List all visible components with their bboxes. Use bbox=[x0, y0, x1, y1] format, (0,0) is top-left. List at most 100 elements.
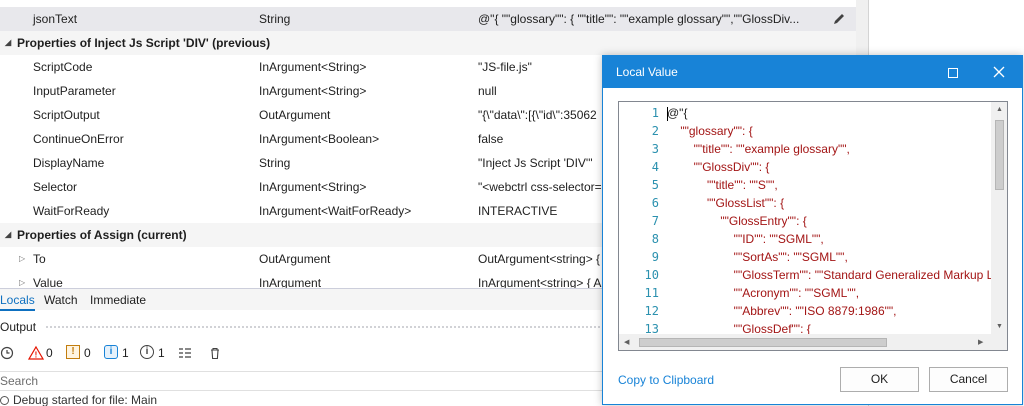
error-icon: ! bbox=[27, 343, 45, 367]
variable-name: To bbox=[33, 252, 46, 266]
warning-icon: ! bbox=[66, 345, 80, 359]
variable-value[interactable]: INTERACTIVE bbox=[478, 204, 558, 218]
code-line: ""GlossDiv"": { bbox=[667, 160, 770, 174]
variable-name: DisplayName bbox=[33, 156, 105, 170]
warnings-filter-button[interactable]: ! 0 bbox=[66, 343, 96, 363]
variable-value[interactable]: "<webctrl css-selector= bbox=[478, 180, 602, 194]
locals-row[interactable]: ▷ Value InArgument InArgument<string> { A bbox=[0, 271, 856, 288]
info-icon: i bbox=[104, 345, 118, 359]
collapse-icon[interactable]: ◢ bbox=[5, 38, 12, 47]
variable-type: OutArgument bbox=[259, 252, 331, 266]
variable-type: InArgument<String> bbox=[259, 180, 367, 194]
expand-icon[interactable]: ▷ bbox=[19, 254, 26, 263]
close-button[interactable] bbox=[976, 56, 1022, 88]
close-icon bbox=[993, 66, 1005, 78]
variable-name: Selector bbox=[33, 180, 78, 194]
variable-value[interactable]: false bbox=[478, 132, 504, 146]
scroll-up-icon[interactable]: ▲ bbox=[996, 106, 1003, 113]
svg-text:!: ! bbox=[35, 351, 38, 360]
scroll-down-icon[interactable]: ▼ bbox=[996, 323, 1003, 330]
code-line: ""ID"": ""SGML"", bbox=[667, 232, 824, 246]
errors-filter-button[interactable]: ! 0 bbox=[27, 343, 58, 363]
edit-pencil-icon[interactable] bbox=[832, 12, 846, 26]
code-line: ""glossary"": { bbox=[667, 124, 753, 138]
trash-icon[interactable] bbox=[208, 343, 222, 363]
output-drag-handle[interactable] bbox=[45, 325, 605, 329]
info-filter-button[interactable]: i 1 bbox=[104, 343, 134, 363]
warning-count: 0 bbox=[84, 346, 91, 360]
code-line: ""GlossList"": { bbox=[667, 196, 785, 210]
cancel-button[interactable]: Cancel bbox=[929, 367, 1008, 392]
tab-immediate[interactable]: Immediate bbox=[90, 293, 147, 307]
code-line: ""title"": ""example glossary"", bbox=[667, 142, 850, 156]
code-line: ""GlossDef"": { bbox=[667, 322, 811, 334]
variable-value[interactable]: "{\"data\":[{\"id\":35062 bbox=[478, 108, 597, 122]
tab-locals[interactable]: Locals bbox=[0, 291, 35, 311]
variable-type: InArgument<String> bbox=[259, 84, 367, 98]
scroll-right-icon[interactable]: ▶ bbox=[978, 339, 984, 346]
variable-name: ScriptCode bbox=[33, 60, 93, 74]
variable-value[interactable]: OutArgument<string> { bbox=[478, 252, 601, 266]
line-number: 9 bbox=[651, 250, 659, 264]
scroll-left-icon[interactable]: ◀ bbox=[624, 339, 630, 346]
collapse-icon[interactable]: ◢ bbox=[5, 230, 12, 239]
code-line: ""SortAs"": ""SGML"", bbox=[667, 250, 848, 264]
trace-count: 1 bbox=[158, 346, 165, 360]
dialog-titlebar[interactable]: Local Value bbox=[603, 56, 1022, 88]
tab-watch[interactable]: Watch bbox=[44, 293, 78, 307]
line-number: 10 bbox=[644, 268, 659, 282]
line-number: 13 bbox=[644, 322, 659, 334]
copy-to-clipboard-link[interactable]: Copy to Clipboard bbox=[618, 373, 715, 387]
group-title: Properties of Inject Js Script 'DIV' (pr… bbox=[17, 36, 271, 50]
variable-value[interactable]: "JS-file.js" bbox=[478, 60, 532, 74]
variable-value[interactable]: "Inject Js Script 'DIV'" bbox=[478, 156, 593, 170]
editor-vertical-scrollbar[interactable]: ▲ ▼ bbox=[991, 102, 1007, 334]
expand-icon[interactable]: ▷ bbox=[19, 278, 26, 287]
property-group-header[interactable]: ◢ Properties of Inject Js Script 'DIV' (p… bbox=[0, 31, 856, 55]
value-editor[interactable]: 1@"{2 ""glossary"": {3 ""title"": ""exam… bbox=[618, 101, 1008, 351]
maximize-button[interactable] bbox=[930, 56, 976, 88]
vertical-scroll-thumb[interactable] bbox=[995, 120, 1004, 190]
variable-name: Value bbox=[33, 276, 63, 288]
list-filter-icon[interactable] bbox=[178, 343, 192, 363]
variable-name: jsonText bbox=[33, 12, 78, 26]
locals-row[interactable]: Selector InArgument<String> "<webctrl css-… bbox=[0, 175, 856, 199]
trace-icon: i bbox=[140, 345, 154, 359]
locals-row[interactable]: ScriptCode InArgument<String> "JS-file.js" bbox=[0, 55, 856, 79]
ok-button[interactable]: OK bbox=[840, 367, 919, 392]
line-number: 4 bbox=[651, 160, 659, 174]
info-log-icon bbox=[0, 396, 9, 405]
line-number: 5 bbox=[651, 178, 659, 192]
code-line: ""Acronym"": ""SGML"", bbox=[667, 286, 860, 300]
clock-icon[interactable] bbox=[0, 343, 14, 363]
code-line: ""GlossTerm"": ""Standard Generalized Ma… bbox=[667, 268, 991, 282]
variable-type: InArgument<String> bbox=[259, 60, 367, 74]
line-number: 1 bbox=[651, 106, 659, 120]
horizontal-scroll-thumb[interactable] bbox=[639, 338, 887, 347]
editor-horizontal-scrollbar[interactable]: ◀ ▶ bbox=[619, 334, 991, 350]
variable-name: ScriptOutput bbox=[33, 108, 100, 122]
variable-value[interactable]: @"{ ""glossary"": { ""title"": ""example… bbox=[478, 12, 800, 26]
code-line: ""GlossEntry"": { bbox=[667, 214, 807, 228]
variable-type: InArgument bbox=[259, 276, 322, 288]
variable-value[interactable]: InArgument<string> { A bbox=[478, 276, 602, 288]
variable-type: InArgument<Boolean> bbox=[259, 132, 380, 146]
trace-filter-button[interactable]: i 1 bbox=[140, 343, 170, 363]
group-title: Properties of Assign (current) bbox=[17, 228, 187, 242]
output-search-input[interactable]: Search bbox=[0, 371, 868, 391]
code-area[interactable]: 1@"{2 ""glossary"": {3 ""title"": ""exam… bbox=[619, 102, 991, 334]
variable-value[interactable]: null bbox=[478, 84, 497, 98]
error-count: 0 bbox=[46, 346, 53, 360]
local-value-dialog: Local Value 1@"{2 ""glossary"": {3 ""tit… bbox=[602, 55, 1023, 405]
line-number: 8 bbox=[651, 232, 659, 246]
locals-row[interactable]: ▷ To OutArgument OutArgument<string> { bbox=[0, 247, 856, 271]
log-entry: Debug started for file: Main bbox=[0, 393, 157, 406]
output-title: Output bbox=[0, 320, 37, 334]
